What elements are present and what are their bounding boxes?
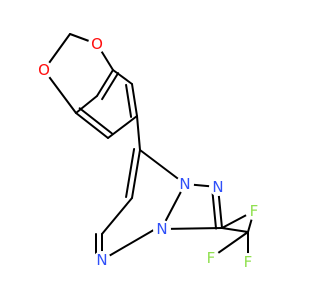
atom-label-F3: F xyxy=(207,249,216,267)
atom-O1-background xyxy=(88,35,106,53)
atom-label-F1: F xyxy=(250,202,259,220)
bond-second-A1-A2 xyxy=(101,72,120,101)
bond-T2-N3 xyxy=(161,227,223,230)
atom-N4-background xyxy=(93,251,111,269)
atom-label-F2: F xyxy=(244,253,253,271)
bond-A6-A1 xyxy=(75,95,98,114)
bond-T2-CF3 xyxy=(221,227,249,233)
bond-A4-A5 xyxy=(107,115,138,139)
atom-N1-background xyxy=(176,175,194,193)
atom-layer: O O N N N N F F F xyxy=(35,35,263,271)
atom-N2-background xyxy=(209,178,227,196)
bond-A2-A3 xyxy=(112,69,133,85)
bond-P5-P4 xyxy=(101,197,133,235)
bond-second-A3-A4 xyxy=(125,83,133,118)
molecule-diagram: O O N N N N F F F xyxy=(35,33,263,271)
bond-second-C7-P5 xyxy=(125,148,136,199)
atom-label-O1: O xyxy=(91,35,103,53)
bond-A4-C7 xyxy=(136,115,141,151)
atom-label-N4: N xyxy=(96,251,107,269)
bond-A1-A2 xyxy=(96,69,114,97)
bond-second-A5-A6 xyxy=(78,107,113,135)
bond-C7-N1 xyxy=(139,149,186,185)
bond-C7-P5 xyxy=(131,149,141,199)
bond-A5-A6 xyxy=(75,112,109,139)
atom-F3-background xyxy=(202,249,220,267)
atom-F1-background xyxy=(245,202,263,220)
bond-A3-A4 xyxy=(131,83,138,117)
atom-label-O2: O xyxy=(38,61,50,79)
bond-second-N2-T2 xyxy=(211,186,218,230)
atom-label-N3: N xyxy=(156,220,167,238)
atom-label-N2: N xyxy=(212,178,223,196)
atom-F2-background xyxy=(239,253,257,271)
atom-label-N1: N xyxy=(179,175,190,193)
atom-N3-background xyxy=(153,220,171,238)
bond-layer xyxy=(43,33,255,263)
atom-O2-background xyxy=(35,61,53,79)
